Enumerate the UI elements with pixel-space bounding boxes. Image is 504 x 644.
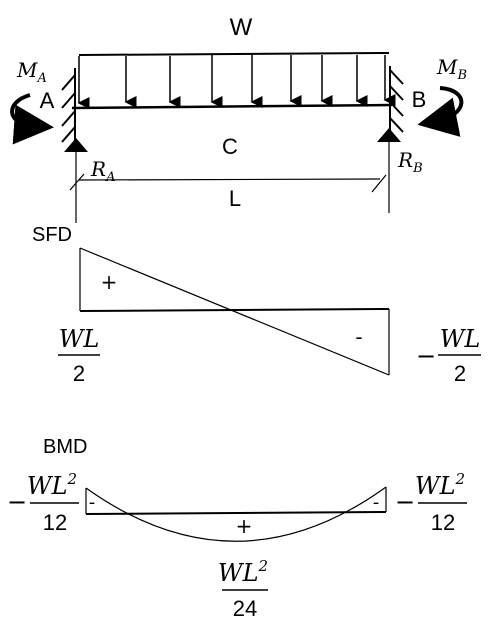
load-top-line (78, 52, 390, 56)
bmd-baseline (85, 511, 387, 515)
dimension-lines (69, 142, 390, 223)
bmd-title: BMD (43, 436, 87, 458)
bmd-left-sign: - (89, 492, 96, 513)
sfd-negative-sign: - (355, 325, 362, 349)
beam-line (71, 103, 393, 110)
bmd-right-sign: - (373, 492, 380, 513)
reaction-a-arrow (64, 138, 88, 152)
sfd-right-value: − WL 2 (416, 325, 481, 386)
svg-text:WL2: WL2 (27, 470, 77, 500)
sfd-title: SFD (32, 224, 72, 246)
moment-a-label: MA (16, 58, 47, 86)
svg-text:WL2: WL2 (218, 557, 268, 587)
end-a-label: A (40, 88, 55, 113)
end-b-label: B (412, 87, 427, 112)
sfd-left-value: WL 2 (58, 325, 100, 386)
load-label: W (230, 14, 253, 41)
sfd-diagram (79, 247, 390, 376)
svg-text:12: 12 (431, 510, 455, 535)
reaction-a-label: RA (90, 157, 115, 185)
svg-text:WL: WL (440, 325, 481, 353)
sfd-shear-line (79, 247, 390, 376)
svg-text:WL: WL (59, 325, 100, 353)
mid-point-label: C (222, 134, 238, 159)
bmd-mid-value: WL2 24 (218, 557, 268, 621)
svg-text:2: 2 (73, 361, 85, 386)
reaction-b-arrow (377, 128, 401, 142)
svg-text:2: 2 (454, 361, 466, 386)
reaction-b-label: RB (397, 148, 423, 176)
bmd-diagram (85, 486, 387, 542)
bmd-right-value: − WL2 12 (395, 470, 467, 535)
distributed-load-arrows (77, 55, 396, 109)
svg-text:24: 24 (233, 596, 257, 621)
bmd-moment-curve (85, 486, 387, 542)
svg-text:−: − (7, 488, 27, 516)
right-fixed-support (389, 66, 404, 135)
bmd-positive-sign: + (236, 514, 253, 538)
moment-b-arrow (417, 86, 464, 137)
length-label: L (229, 186, 241, 211)
moment-b-label: MB (436, 55, 467, 83)
moment-a-arrow (10, 93, 54, 145)
sfd-positive-sign: + (101, 270, 118, 294)
svg-text:WL2: WL2 (415, 470, 465, 500)
sfd-baseline (79, 308, 390, 312)
left-fixed-support (61, 68, 76, 143)
bmd-left-value: − WL2 12 (7, 470, 79, 535)
svg-text:−: − (416, 342, 436, 370)
svg-text:12: 12 (43, 510, 67, 535)
svg-text:−: − (395, 488, 415, 516)
